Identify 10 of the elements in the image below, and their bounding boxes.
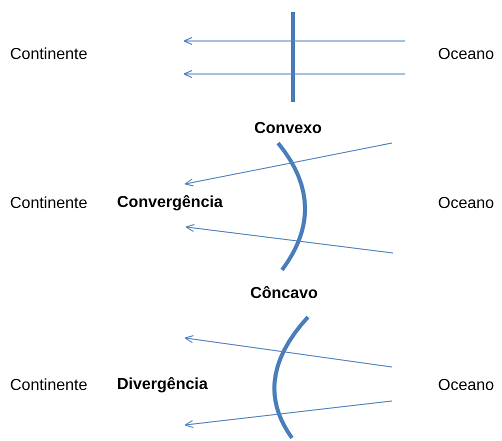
coast-type-label: Côncavo: [250, 285, 318, 303]
region-label: Continente: [10, 46, 88, 64]
process-label: Divergência: [117, 376, 208, 394]
region-label: Continente: [10, 195, 88, 213]
region-label: Oceano: [438, 377, 494, 395]
region-label: Oceano: [438, 195, 494, 213]
region-label: Oceano: [438, 46, 494, 64]
process-label: Convergência: [117, 194, 223, 212]
coast-type-label: Convexo: [254, 120, 322, 138]
region-label: Continente: [10, 377, 88, 395]
